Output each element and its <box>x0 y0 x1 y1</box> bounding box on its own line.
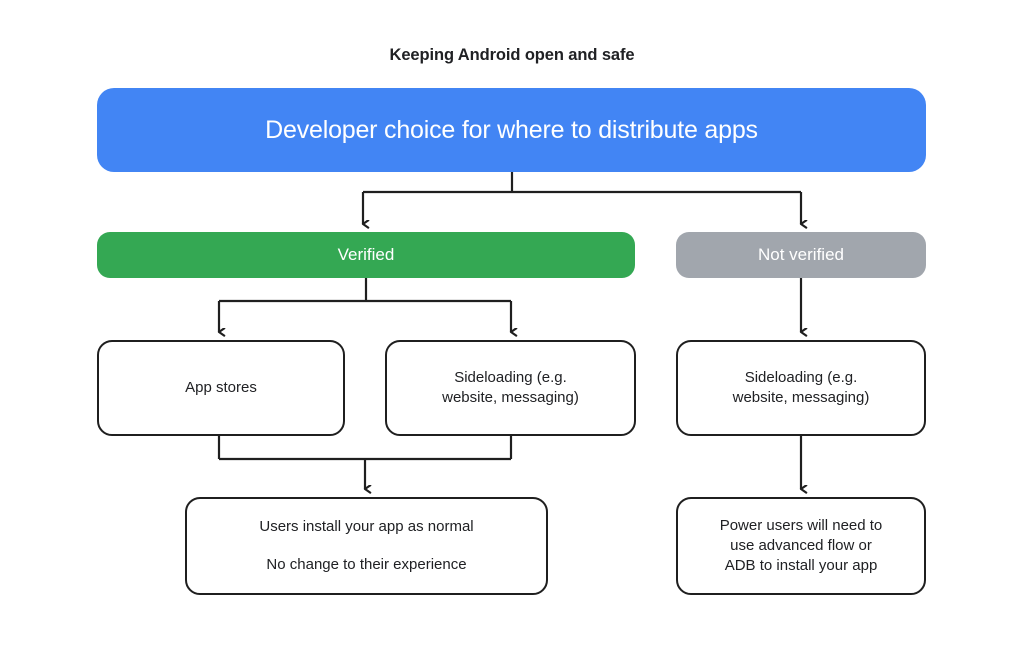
page-title: Keeping Android open and safe <box>389 46 635 64</box>
node-not-verified[interactable]: Not verified <box>676 232 926 278</box>
node-text-line: website, messaging) <box>732 389 870 406</box>
node-outcome-unverified[interactable]: Power users will need to use advanced fl… <box>676 497 926 595</box>
node-text-line: Sideloading (e.g. <box>454 368 567 386</box>
node-sideloading-verified[interactable]: Sideloading (e.g. website, messaging) <box>385 340 636 436</box>
node-outcome-verified-text: Users install your app as normal No chan… <box>187 517 546 575</box>
node-text-line: use advanced flow or <box>730 536 872 554</box>
node-app-stores[interactable]: App stores <box>97 340 345 436</box>
connector-root-split <box>361 172 801 224</box>
node-sideloading-verified-text: Sideloading (e.g. website, messaging) <box>387 368 634 409</box>
node-app-stores-text: App stores <box>99 378 343 398</box>
node-text-line: ADB to install your app <box>724 557 878 575</box>
node-text-line: Power users will need to <box>719 516 883 534</box>
node-text-line: website, messaging) <box>442 389 579 406</box>
node-verified[interactable]: Verified <box>97 232 635 278</box>
node-developer-choice[interactable]: Developer choice for where to distribute… <box>97 88 926 172</box>
node-outcome-verified[interactable]: Users install your app as normal No chan… <box>185 497 548 595</box>
node-text-line: App stores <box>185 378 257 396</box>
node-sideloading-unverified-text: Sideloading (e.g. website, messaging) <box>678 368 924 409</box>
node-text-line: No change to their experience <box>266 555 467 573</box>
connector-verified-split <box>217 278 511 332</box>
node-sideloading-unverified[interactable]: Sideloading (e.g. website, messaging) <box>676 340 926 436</box>
node-text-line: Sideloading (e.g. <box>744 368 858 386</box>
connector-merge-outcome <box>217 436 513 489</box>
node-text-line: Users install your app as normal <box>259 518 474 536</box>
node-outcome-unverified-text: Power users will need to use advanced fl… <box>678 516 924 577</box>
